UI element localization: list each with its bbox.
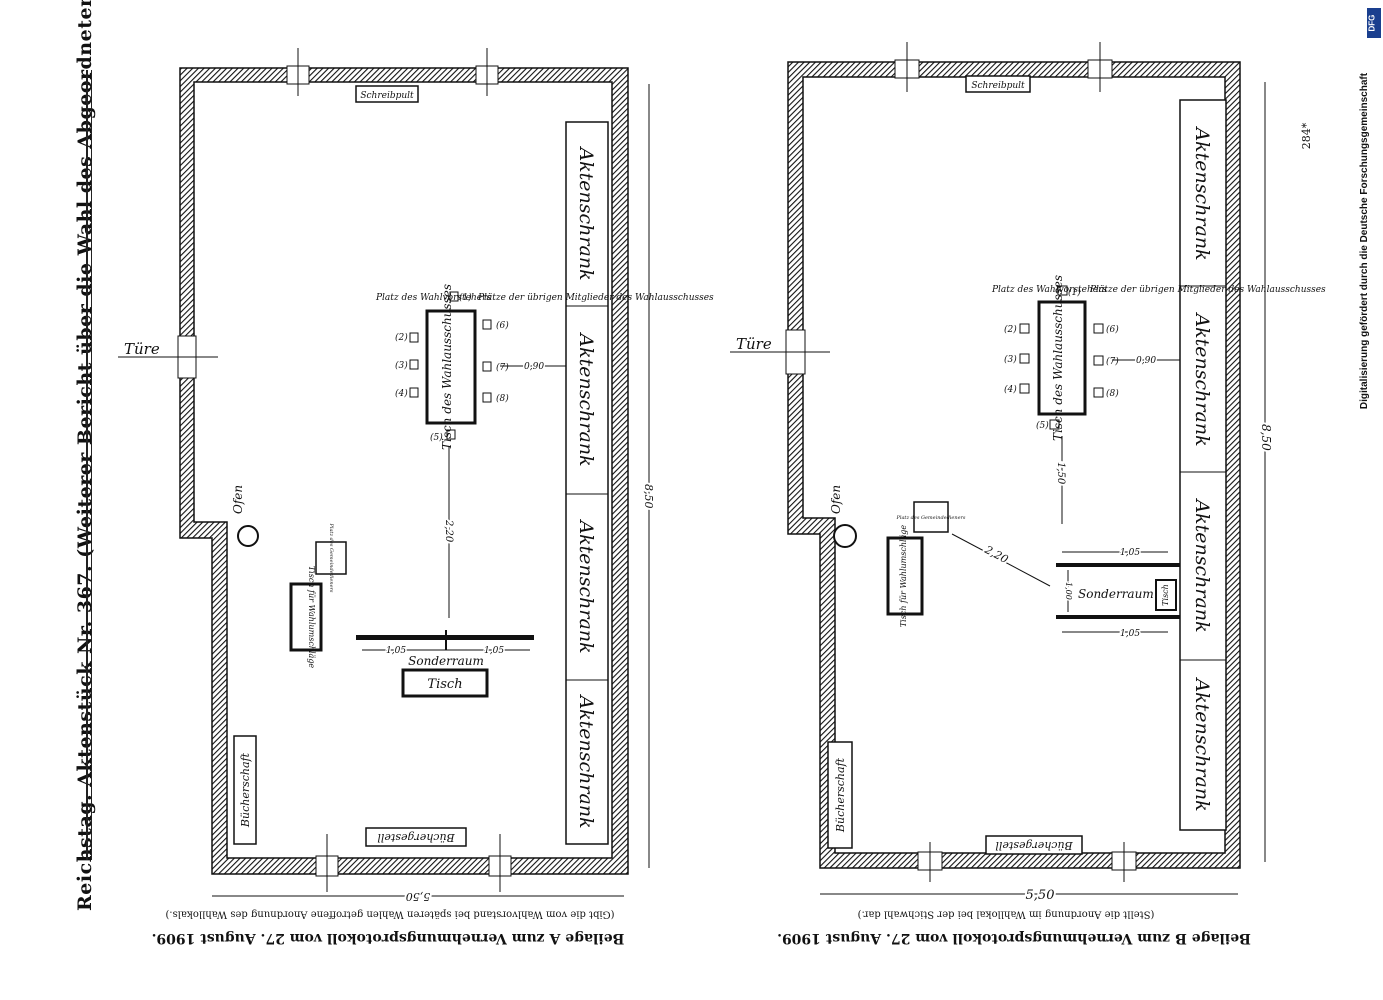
plan-b-booth-wall-top [1056, 563, 1180, 567]
plan-a-seats: (1) (2) (3) (4) (5) (6) (7) (8) [395, 291, 509, 443]
plan-a-shelf-label: Büchergestell [377, 831, 456, 844]
plan-a-seat-3: (3) [395, 360, 408, 371]
plan-a-booth-label: Sonderraum [408, 654, 484, 668]
plan-a-chair-label: Platz des Wahlvorstehers [375, 293, 491, 303]
plan-a-seat-6: (6) [496, 320, 509, 331]
plan-a-cabinet-4: Aktenschrank [575, 693, 597, 828]
plan-b-main-table [1037, 300, 1087, 416]
plan-b-cabinet-3: Aktenschrank [1191, 497, 1213, 632]
plan-b-stove [833, 524, 857, 548]
plan-a-seat-2: (2) [395, 332, 408, 343]
plan-b-seat-1: (1) [1068, 287, 1081, 298]
plan-b-cabinet-1: Aktenschrank [1191, 125, 1213, 260]
plan-a-bookcase-label: Bücherschaft [239, 752, 252, 828]
plan-a-cabinets: Aktenschrank Aktenschrank Aktenschrank A… [565, 121, 609, 845]
plan-a-cabinet-1: Aktenschrank [575, 145, 597, 280]
plan-b-servant-place-label: Platz des Gemeindedieners [895, 515, 965, 521]
plan-b-members-label: Plätze der übrigen Mitglieder des Wahlau… [1089, 285, 1326, 295]
plan-a-servant-place-label: Platz des Gemeindedieners [328, 522, 334, 592]
plan-b-booth-label: Sonderraum [1078, 587, 1154, 601]
plan-b-cabinet-2: Aktenschrank [1191, 311, 1213, 446]
plan-b-caption: Beilage B zum Vernehmungsprotokoll vom 2… [777, 930, 1251, 946]
plan-a-subcaption: (Gibt die vom Wahlvorstand bei späteren … [165, 909, 614, 920]
plan-a-dim-dist: 2,20 [443, 519, 454, 543]
plan-b-servant-place [913, 501, 949, 533]
plan-b-seat-7: (7) [1106, 356, 1119, 367]
plan-a-voting-table-label: Tisch für Wahlumschläge [307, 566, 316, 669]
plan-a-seat-1: (1) [459, 292, 472, 303]
plan-b-dim-dist2: 1,50 [1055, 462, 1066, 485]
plan-b-booth-dim-w: 1,00 [1064, 582, 1073, 600]
plan-a-stove [237, 525, 259, 547]
plan-b-dim-width: 5,50 [1026, 888, 1055, 903]
plan-b-shelf-label: Büchergestell [995, 839, 1074, 852]
plan-b-dim-dist: 2,20 [982, 543, 1011, 566]
plan-b-walls [787, 61, 1241, 869]
plan-a-dim-length: 8,50 [642, 484, 655, 509]
plan-b-door-label: Türe [736, 335, 772, 353]
plan-a-dim-width: 5,50 [406, 890, 431, 903]
plan-b-chair-label: Platz des Wahlvorstehers [991, 285, 1107, 295]
plan-a-booth-dim-b: 1,05 [484, 646, 504, 656]
plan-a-shelf [365, 827, 467, 847]
plan-b-voting-table-label: Tisch für Wahlumschläge [899, 525, 908, 628]
header-rule-2 [91, 70, 92, 860]
plan-a-seat-5: (5) [430, 432, 443, 443]
plan-a-walls [179, 67, 629, 875]
plan-b-seat-3: (3) [1004, 354, 1017, 365]
plan-a-small-table-label: Tisch [427, 677, 462, 692]
plan-a-stove-label: Ofen [231, 485, 245, 514]
plan-a-members-label: Plätze der übrigen Mitglieder des Wahlau… [477, 293, 714, 303]
plan-a-seat-7: (7) [496, 362, 509, 373]
plan-b-small-table [1155, 579, 1177, 611]
plan-b-small-table-label: Tisch [1161, 584, 1170, 606]
plan-b-dim-gap: 0,90 [1136, 356, 1156, 366]
plan-b-seat-8: (8) [1106, 388, 1119, 399]
plan-b-seat-6: (6) [1106, 324, 1119, 335]
plan-b-bookcase [827, 741, 853, 849]
plan-b-seat-4: (4) [1004, 384, 1017, 395]
plan-a-bookcase [233, 735, 257, 845]
plan-a-main-table [425, 309, 477, 425]
plan-b-bookcase-label: Bücherschaft [834, 757, 847, 833]
plan-b-booth-wall-bottom [1056, 615, 1180, 619]
plan-b-desk [965, 75, 1031, 93]
plan-a-cabinet-3: Aktenschrank [575, 518, 597, 653]
plan-a-voting-table [289, 582, 323, 652]
plan-b-main-table-label: Tisch des Wahlausschusses [1051, 275, 1065, 441]
plan-a-seat-4: (4) [395, 388, 408, 399]
header-rule [86, 70, 88, 860]
dfg-logo: DFG [1367, 8, 1381, 38]
plan-a-small-table [401, 668, 489, 698]
plan-b-cabinet-4: Aktenschrank [1191, 676, 1213, 811]
plan-b-desk-label: Schreibpult [971, 81, 1025, 91]
plan-b: Türe Schreibpult Aktenschrank Aktenschra… [730, 42, 1326, 946]
plan-b-shelf [985, 835, 1083, 855]
plan-a-seat-8: (8) [496, 393, 509, 404]
plan-b-subcaption: (Stellt die Anordnung im Wahllokal bei d… [858, 909, 1155, 920]
plan-b-seat-5: (5) [1036, 420, 1049, 431]
plan-a-booth-dim-a: 1,05 [386, 646, 406, 656]
plan-a-door-label: Türe [124, 340, 160, 358]
plan-a: Türe Schreibpult Aktenschrank Aktenschra… [118, 48, 714, 946]
plan-b-dim-length: 8,50 [1259, 424, 1273, 451]
plan-a-main-table-label: Tisch des Wahlausschusses [440, 284, 454, 450]
plan-b-booth-dim-a: 1,05 [1120, 548, 1140, 558]
plan-b-cabinets: Aktenschrank Aktenschrank Aktenschrank A… [1179, 99, 1227, 831]
plan-a-cabinet-2: Aktenschrank [575, 331, 597, 466]
plan-b-voting-table [886, 536, 924, 616]
plan-a-caption: Beilage A zum Vernehmungsprotokoll vom 2… [152, 930, 625, 946]
plan-b-booth-dim-b: 1,05 [1120, 629, 1140, 639]
plan-a-desk [355, 85, 419, 103]
plan-a-dim-gap: 0,90 [524, 362, 544, 372]
plan-b-seats: (1) (2) (3) (4) (5) (6) (7) (8) [1004, 285, 1119, 431]
plan-a-desk-label: Schreibpult [360, 91, 414, 101]
plan-b-seat-2: (2) [1004, 324, 1017, 335]
plan-b-stove-label: Ofen [829, 485, 843, 514]
plan-a-servant-place [315, 541, 347, 575]
